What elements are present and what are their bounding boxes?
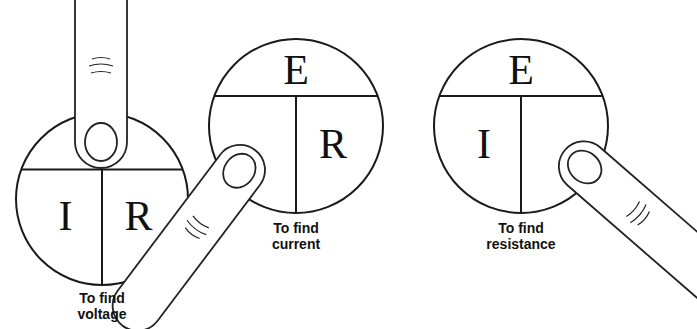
divider-vertical bbox=[295, 96, 297, 213]
divider-vertical bbox=[101, 169, 103, 285]
quadrant-slot: R bbox=[319, 123, 347, 165]
circle-border bbox=[209, 39, 383, 213]
caption-label: To find current bbox=[248, 220, 344, 252]
finger-voltage bbox=[75, 0, 127, 168]
quadrant-slot: E bbox=[508, 49, 534, 91]
quadrant-slot: I bbox=[477, 123, 491, 165]
finger-current bbox=[103, 135, 275, 329]
quadrant-slot: R bbox=[125, 195, 153, 237]
ohm-letter: I bbox=[477, 123, 491, 165]
ohm-letter: R bbox=[125, 195, 153, 237]
ohm-letter: E bbox=[508, 49, 534, 91]
ohm-letter: E bbox=[283, 49, 309, 91]
divider-vertical bbox=[520, 96, 522, 213]
caption-label: To find voltage bbox=[54, 290, 150, 322]
quadrant-slot: E bbox=[283, 49, 309, 91]
ohm-letter: R bbox=[319, 123, 347, 165]
caption-label: To find resistance bbox=[473, 220, 569, 252]
quadrant-slot: I bbox=[58, 195, 72, 237]
ohm-letter: I bbox=[58, 195, 72, 237]
finger-resistance bbox=[549, 131, 697, 313]
